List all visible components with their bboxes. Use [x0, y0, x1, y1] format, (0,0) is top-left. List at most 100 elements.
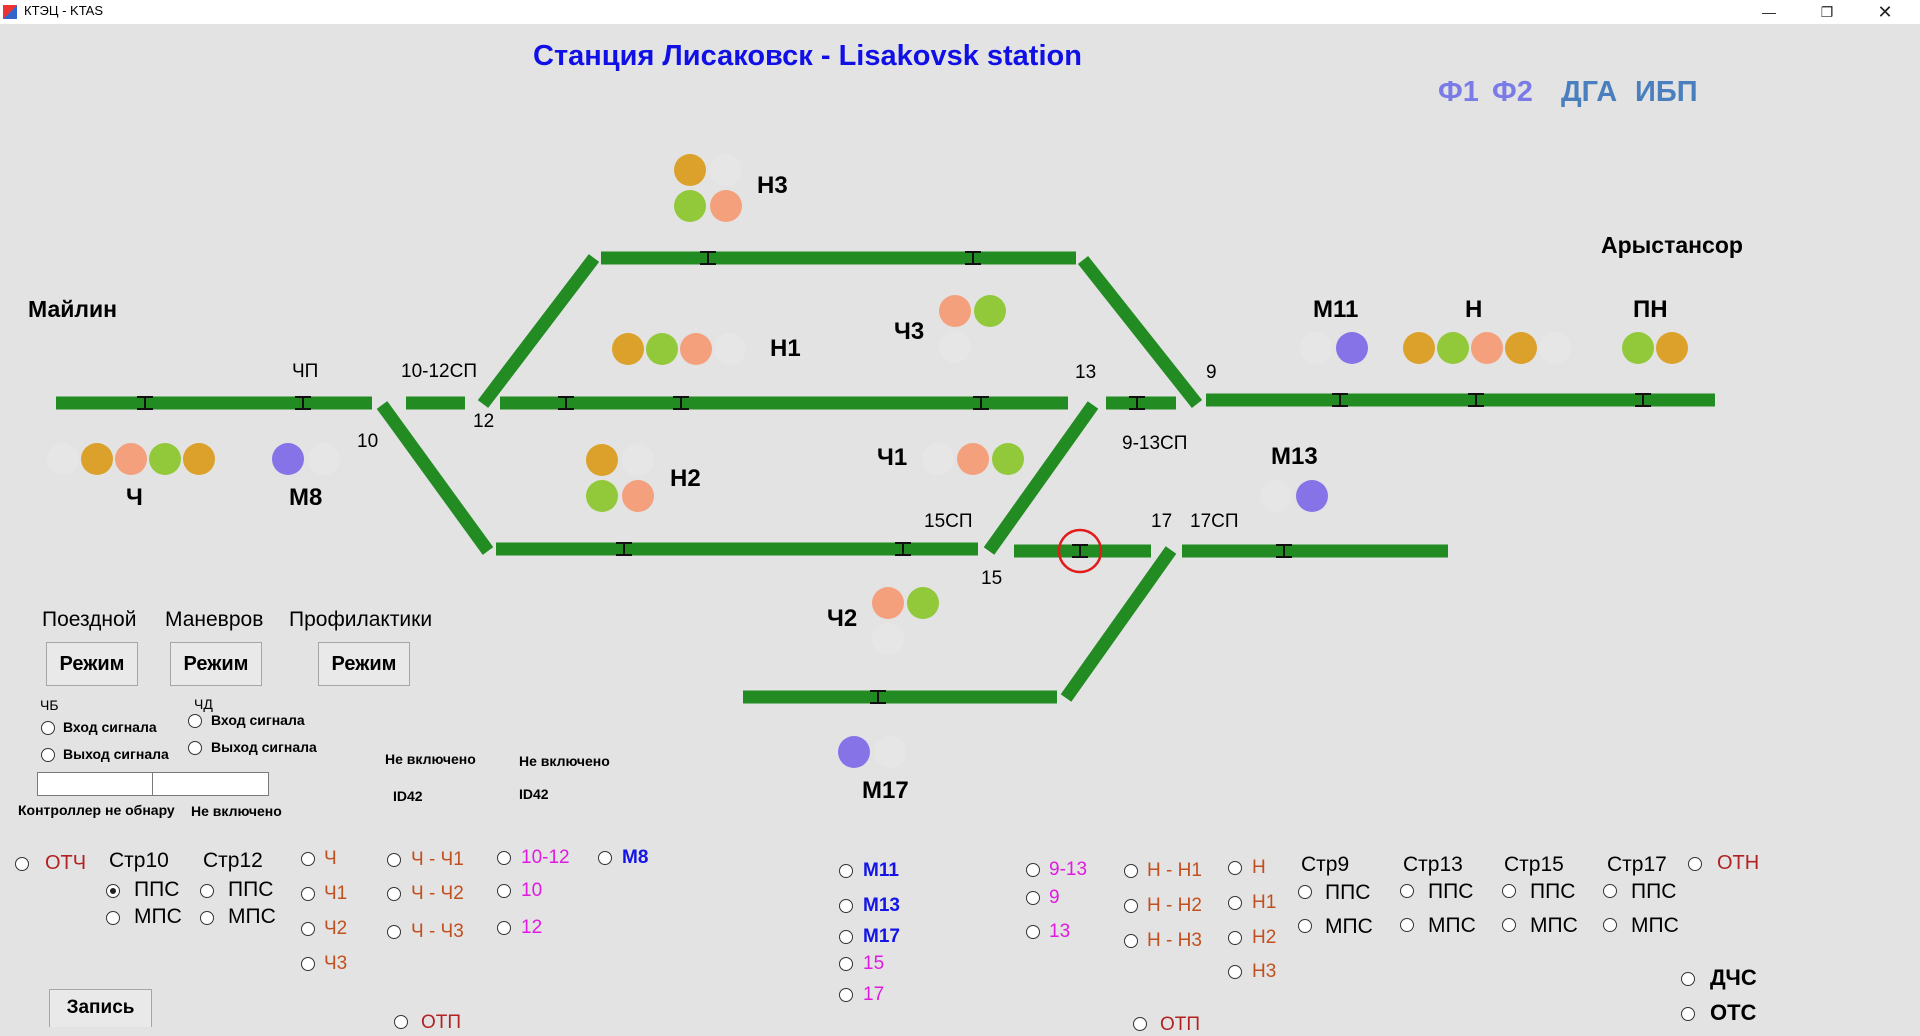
- signal-m8[interactable]: [272, 443, 344, 477]
- close-button[interactable]: ✕: [1877, 2, 1893, 22]
- str13-pps-radio[interactable]: [1400, 884, 1414, 898]
- signal-label-n3: Н3: [757, 172, 788, 199]
- route-ch-ch2-radio[interactable]: [387, 887, 401, 901]
- route-ch-ch1-label: Ч - Ч1: [411, 849, 464, 870]
- sw-9-radio[interactable]: [1026, 891, 1040, 905]
- str9-pps-radio[interactable]: [1298, 885, 1312, 899]
- str12-label: Стр12: [203, 849, 263, 872]
- chb-input-radio[interactable]: [41, 721, 55, 735]
- signal-lamp: [183, 443, 215, 475]
- str13-mps-radio[interactable]: [1400, 918, 1414, 932]
- port-chd-label: ЧД: [194, 696, 213, 712]
- signal-lamp: [1336, 332, 1368, 364]
- signal-label-m13: М13: [1271, 443, 1318, 470]
- signal-n1[interactable]: [612, 333, 756, 369]
- otp2-radio[interactable]: [1133, 1017, 1147, 1031]
- sw-17-radio[interactable]: [839, 988, 853, 1002]
- ch2-radio[interactable]: [301, 922, 315, 936]
- mode-profilaktiki-button[interactable]: Режим: [318, 642, 410, 686]
- route-n-n3-radio[interactable]: [1124, 934, 1138, 948]
- sw-12-radio[interactable]: [497, 921, 511, 935]
- minimize-button[interactable]: —: [1762, 4, 1776, 20]
- f1-indicator[interactable]: Ф1: [1438, 76, 1479, 108]
- signal-n[interactable]: [1403, 332, 1578, 366]
- otn-radio[interactable]: [1688, 857, 1702, 871]
- switch-label-10: 10: [357, 431, 379, 452]
- signal-lamp: [622, 444, 654, 476]
- m11-radio[interactable]: [839, 864, 853, 878]
- mode-poezdnoy-button[interactable]: Режим: [46, 642, 138, 686]
- ots-radio[interactable]: [1681, 1007, 1695, 1021]
- otp-radio[interactable]: [394, 1015, 408, 1029]
- str15-pps-radio[interactable]: [1502, 884, 1516, 898]
- n-radio[interactable]: [1228, 861, 1242, 875]
- route-ch-ch3-radio[interactable]: [387, 925, 401, 939]
- sw-10-12-radio[interactable]: [497, 851, 511, 865]
- chb-output-radio[interactable]: [41, 748, 55, 762]
- signal-n2[interactable]: [586, 444, 658, 516]
- dga-indicator[interactable]: ДГА: [1561, 76, 1618, 108]
- str12-mps-radio[interactable]: [200, 911, 214, 925]
- str12-pps-radio[interactable]: [200, 884, 214, 898]
- signal-label-n2: Н2: [670, 465, 701, 492]
- sw-9-13-label: 9-13: [1049, 859, 1088, 880]
- signal-lamp: [1437, 332, 1469, 364]
- signal-m17[interactable]: [838, 736, 910, 770]
- ch1-radio[interactable]: [301, 887, 315, 901]
- dchs-radio[interactable]: [1681, 972, 1695, 986]
- track-label-chp: ЧП: [292, 361, 319, 382]
- signal-lamp: [646, 333, 678, 365]
- str15-mps-radio[interactable]: [1502, 918, 1516, 932]
- str17-pps-radio[interactable]: [1603, 884, 1617, 898]
- m11-label: М11: [863, 860, 899, 881]
- device-id-1: ID42: [393, 788, 423, 804]
- restore-button[interactable]: ❐: [1820, 4, 1834, 20]
- chd-output-radio[interactable]: [188, 741, 202, 755]
- signal-n3[interactable]: [672, 152, 748, 228]
- signal-label-ch3: Ч3: [894, 318, 925, 345]
- mode-manevrov-button[interactable]: Режим: [170, 642, 262, 686]
- chd-input-radio[interactable]: [188, 714, 202, 728]
- ch3-label: Ч3: [324, 953, 348, 974]
- sw-15-radio[interactable]: [839, 957, 853, 971]
- n3-radio[interactable]: [1228, 965, 1242, 979]
- mode-label-profilaktiki: Профилактики: [289, 608, 433, 631]
- str9-mps-radio[interactable]: [1298, 919, 1312, 933]
- str10-pps-radio[interactable]: [106, 884, 120, 898]
- ch-radio[interactable]: [301, 852, 315, 866]
- str10-mps-label: МПС: [134, 905, 182, 928]
- otch-radio[interactable]: [15, 857, 29, 871]
- sw-9-13-radio[interactable]: [1026, 863, 1040, 877]
- switch-label-15: 15: [981, 568, 1003, 589]
- chb-port-field[interactable]: [37, 772, 153, 796]
- ibp-indicator[interactable]: ИБП: [1635, 76, 1698, 108]
- sw-10-radio[interactable]: [497, 884, 511, 898]
- chd-port-field[interactable]: [152, 772, 269, 796]
- f2-indicator[interactable]: Ф2: [1492, 76, 1533, 108]
- str17-mps-radio[interactable]: [1603, 918, 1617, 932]
- signal-ch[interactable]: [47, 443, 222, 477]
- n2-radio[interactable]: [1228, 931, 1242, 945]
- route-n-n1-radio[interactable]: [1124, 864, 1138, 878]
- signal-m13[interactable]: [1260, 480, 1332, 514]
- signal-ch1[interactable]: [922, 443, 1028, 477]
- m8-radio[interactable]: [598, 851, 612, 865]
- str10-mps-radio[interactable]: [106, 911, 120, 925]
- track-label-10-12sp: 10-12СП: [401, 361, 477, 382]
- signal-pn[interactable]: [1622, 332, 1692, 366]
- signal-ch3[interactable]: [939, 295, 1009, 365]
- signal-m11[interactable]: [1300, 332, 1372, 366]
- m17-radio[interactable]: [839, 930, 853, 944]
- m13-radio[interactable]: [839, 899, 853, 913]
- signal-lamp: [1403, 332, 1435, 364]
- save-button[interactable]: Запись: [49, 989, 152, 1027]
- route-n-n2-radio[interactable]: [1124, 899, 1138, 913]
- track-label-17sp: 17СП: [1190, 511, 1239, 532]
- sw-13-radio[interactable]: [1026, 925, 1040, 939]
- str9-pps-label: ППС: [1325, 881, 1371, 904]
- n1-radio[interactable]: [1228, 896, 1242, 910]
- signal-lamp: [714, 333, 746, 365]
- signal-ch2[interactable]: [872, 587, 942, 657]
- ch3-radio[interactable]: [301, 957, 315, 971]
- route-ch-ch1-radio[interactable]: [387, 853, 401, 867]
